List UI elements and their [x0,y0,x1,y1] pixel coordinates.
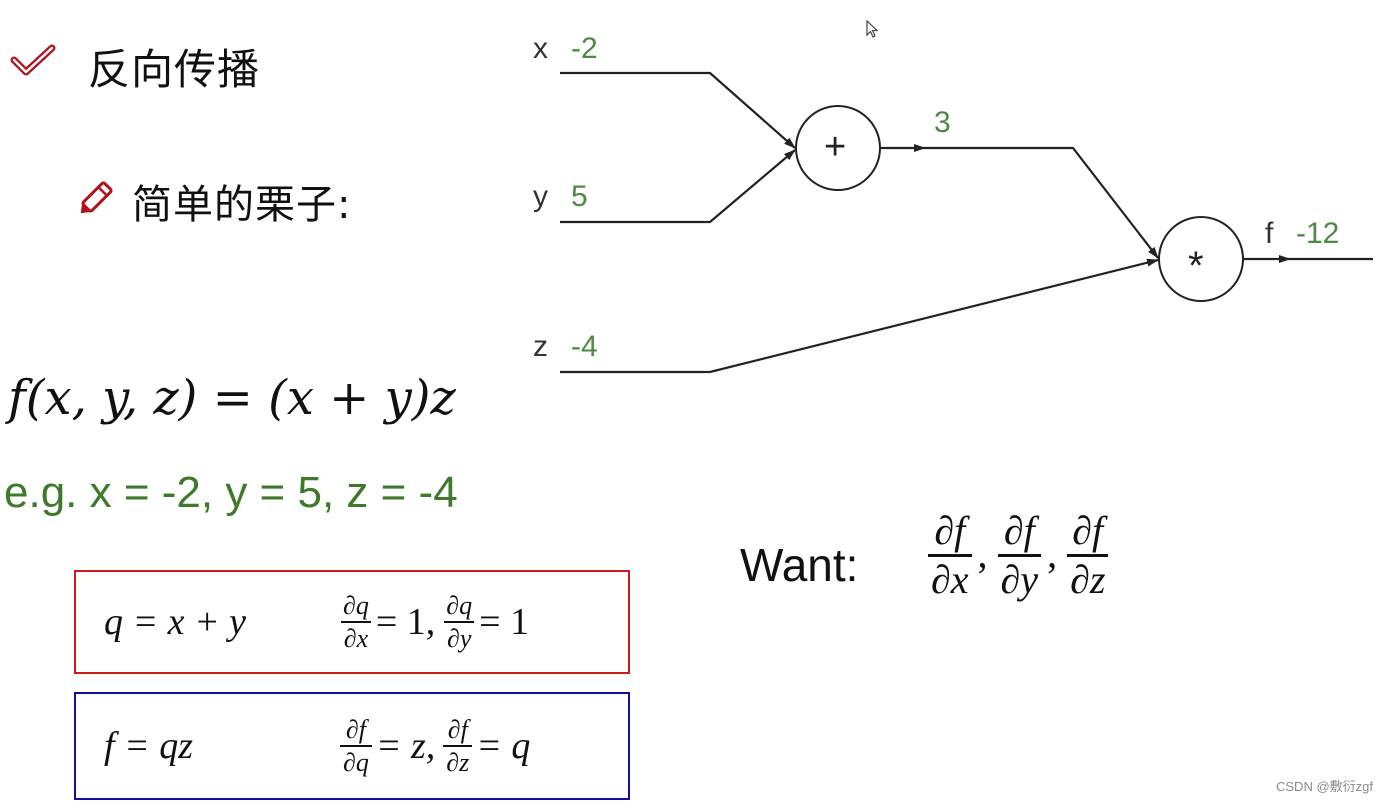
output-f-value: -12 [1296,217,1340,250]
box-equation: q = x + y [104,601,247,643]
derivative-fraction: ∂f ∂q [340,715,372,777]
watermark: CSDN @敷衍zgf [1276,779,1373,794]
wanted-gradients: ∂f ∂x , ∂f ∂y , ∂f ∂z [924,510,1112,601]
input-x-label: x [533,32,548,65]
derivative-fraction: ∂q ∂x [340,591,372,653]
box-derivatives: ∂q ∂x = 1, ∂q ∂y = 1 [336,572,529,672]
output-f-label: f [1265,217,1274,250]
formula-equals: = [212,370,253,426]
edge-y [560,149,796,224]
input-y-value: 5 [571,180,588,213]
edge-x [560,71,796,149]
input-z-label: z [533,330,548,363]
input-x-value: -2 [571,32,598,65]
pencil-icon [80,181,113,214]
local-gradient-box-add: q = x + y ∂q ∂x = 1, ∂q ∂y = 1 [74,570,630,674]
checkmark-icon [10,44,56,76]
edge-q [925,146,1159,259]
gradient-df-dx: ∂f ∂x [928,510,972,601]
input-y-label: y [533,180,548,213]
multiply-node-symbol: * [1188,244,1204,288]
box-derivatives: ∂f ∂q = z, ∂f ∂z = q [336,694,530,798]
example-heading: 简单的栗子: [132,182,352,228]
input-z-value: -4 [571,330,598,363]
edge-z [560,258,1159,374]
example-values: e.g. x = -2, y = 5, z = -4 [4,468,458,517]
derivative-fraction: ∂f ∂z [443,715,473,777]
add-output-value: 3 [934,106,951,139]
formula-rhs: (x + y)z [268,370,456,426]
formula-lhs: f(x, y, z) [8,370,198,426]
function-formula: f(x, y, z) = (x + y)z [8,370,456,426]
derivative-fraction: ∂q ∂y [443,591,475,653]
mouse-cursor-icon [866,20,879,38]
local-gradient-box-multiply: f = qz ∂f ∂q = z, ∂f ∂z = q [74,692,630,800]
computational-graph [560,71,1373,374]
want-label: Want: [740,539,859,591]
box-equation: f = qz [104,725,193,767]
gradient-df-dy: ∂f ∂y [997,510,1042,601]
add-node-symbol: + [824,126,847,168]
gradient-df-dz: ∂f ∂z [1067,510,1109,601]
page-title: 反向传播 [88,45,261,94]
